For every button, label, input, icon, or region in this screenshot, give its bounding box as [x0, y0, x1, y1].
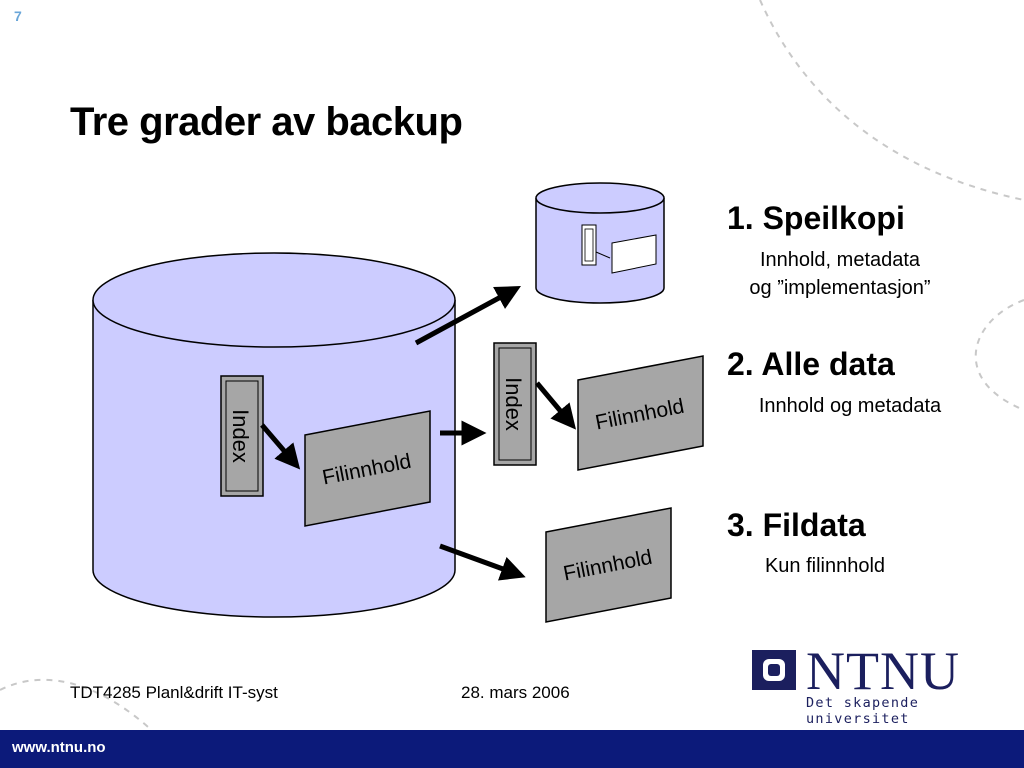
file-content-box-level3: Filinnhold — [545, 507, 672, 623]
footer-url-link[interactable]: www.ntnu.no — [12, 739, 106, 756]
footer-course: TDT4285 Planl&drift IT-syst — [70, 683, 278, 702]
slide-number: 7 — [14, 8, 22, 24]
ntnu-logo-icon — [752, 650, 796, 690]
file-content-box-source: Filinnhold — [304, 410, 431, 527]
ntnu-logo-tagline: Det skapende universitet — [806, 695, 920, 727]
level3-line1: Kun filinnhold — [764, 555, 886, 577]
level1-line1: Innhold, metadata — [759, 249, 921, 271]
index-box-source: Index — [220, 375, 264, 497]
arrow-index-to-content-level2 — [535, 381, 577, 430]
level1-line2: og ”implementasjon” — [749, 277, 931, 299]
level3-heading: 3. Fildata — [727, 507, 866, 543]
bottom-bar — [0, 730, 1024, 768]
source-disk-cylinder — [92, 252, 456, 618]
index-label-source: Index — [228, 409, 253, 463]
mini-content-box — [611, 234, 657, 274]
footer-date: 28. mars 2006 — [461, 683, 570, 702]
index-label-level2: Index — [501, 377, 526, 431]
level1-heading: 1. Speilkopi — [727, 200, 905, 236]
ntnu-logo-wordmark: NTNU — [806, 641, 960, 701]
level2-line1: Innhold og metadata — [758, 395, 942, 417]
arrow-index-to-content-source — [260, 423, 301, 470]
index-box-level2: Index — [493, 342, 537, 466]
mini-arrow — [595, 251, 611, 259]
mirror-disk-cylinder — [535, 182, 665, 304]
mini-index-box — [581, 224, 597, 266]
arrow-to-file-data — [439, 543, 526, 581]
slide-title: Tre grader av backup — [70, 100, 463, 144]
level2-heading: 2. Alle data — [727, 346, 895, 382]
file-content-box-level2: Filinnhold — [577, 355, 704, 471]
arrow-to-mirror — [414, 286, 521, 346]
